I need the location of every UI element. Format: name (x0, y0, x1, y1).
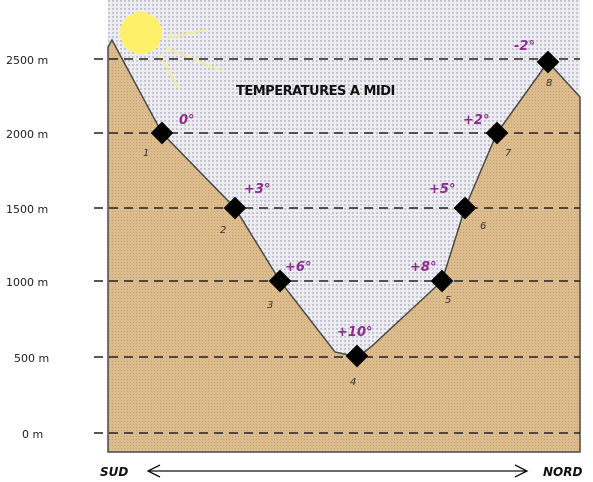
temperature-labels: 0° +3° +6° +10° +8° +5° +2° -2° (179, 39, 535, 340)
station-number: 4 (350, 377, 356, 388)
temperature-label: 0° (179, 113, 195, 128)
altitude-label: 2500 m (6, 54, 48, 67)
station-number: 6 (480, 221, 486, 232)
direction-label-nord: NORD (543, 465, 582, 479)
diagram-title: TEMPERATURES A MIDI (236, 84, 395, 99)
temperature-label: +10° (337, 325, 372, 340)
station-number: 2 (220, 225, 226, 236)
station-marker (345, 344, 369, 368)
station-number: 3 (267, 300, 273, 311)
altitude-label: 1000 m (6, 276, 48, 289)
station-numbers: 1 2 3 4 5 6 7 8 (143, 78, 552, 388)
temperature-label: +6° (285, 260, 311, 275)
altitude-label: 1500 m (6, 203, 48, 216)
temperature-label: +3° (244, 182, 270, 197)
temperature-label: +8° (410, 260, 436, 275)
station-number: 1 (143, 148, 149, 159)
altitude-label: 0 m (22, 428, 43, 441)
temperature-label: +5° (429, 182, 455, 197)
temperature-label: +2° (463, 113, 489, 128)
station-marker (268, 269, 292, 293)
altitude-labels: 2500 m 2000 m 1500 m 1000 m 500 m 0 m (6, 54, 49, 441)
direction-arrow (146, 464, 529, 478)
station-number: 7 (505, 148, 512, 159)
valley-ground (107, 38, 581, 453)
station-number: 5 (445, 295, 451, 306)
station-marker (430, 269, 454, 293)
station-number: 8 (546, 78, 552, 89)
altitude-label: 2000 m (6, 128, 48, 141)
direction-label-sud: SUD (100, 465, 128, 479)
altitude-label: 500 m (14, 352, 49, 365)
temperature-label: -2° (514, 39, 535, 54)
